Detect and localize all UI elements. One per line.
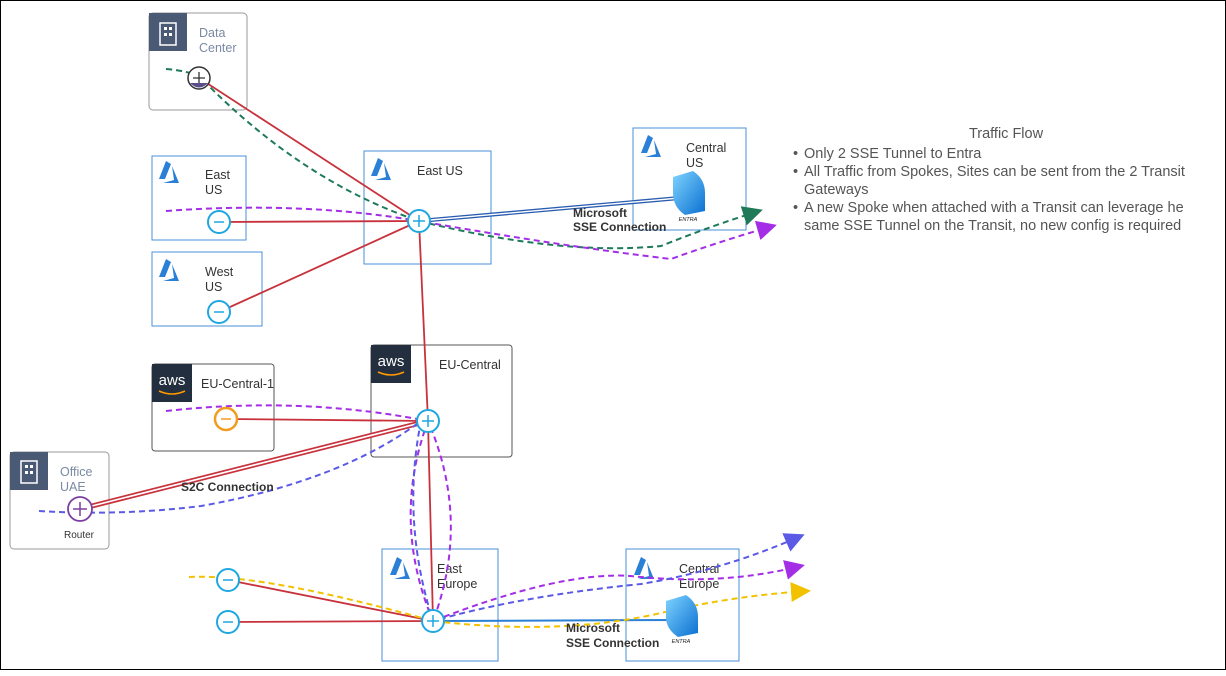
east-us-spoke-node bbox=[207, 210, 231, 234]
datacenter-gateway-node bbox=[187, 66, 211, 90]
eu-central-1-link bbox=[225, 418, 429, 422]
s2c-connection-label: S2C Connection bbox=[181, 480, 274, 494]
eu-spoke-2-link bbox=[227, 620, 434, 623]
east-us-spoke-link bbox=[218, 220, 420, 223]
sse-connection-us bbox=[418, 195, 692, 223]
svg-text:EU-Central-1: EU-Central-1 bbox=[201, 377, 274, 391]
svg-text:Router: Router bbox=[64, 530, 95, 541]
east-us-transit-node bbox=[407, 209, 431, 233]
traffic-flow-list: Only 2 SSE Tunnel to Entra All Traffic f… bbox=[791, 145, 1221, 235]
svg-text:East US: East US bbox=[417, 164, 463, 178]
svg-text:ENTRA: ENTRA bbox=[679, 217, 698, 223]
traffic-flow-notes: Traffic Flow Only 2 SSE Tunnel to Entra … bbox=[791, 125, 1221, 235]
s2c-link bbox=[79, 418, 429, 512]
eu-central-1-box: aws EU-Central-1 bbox=[151, 363, 275, 452]
svg-text:ENTRA: ENTRA bbox=[672, 639, 691, 645]
eu-spoke-1-link bbox=[227, 579, 434, 622]
svg-text:aws: aws bbox=[159, 372, 186, 389]
svg-text:EU-Central: EU-Central bbox=[439, 358, 501, 372]
west-us-spoke-link bbox=[218, 220, 420, 313]
west-us-spoke-node bbox=[207, 300, 231, 324]
east-us-to-eu-central-link bbox=[418, 220, 429, 422]
sse-connection-eu bbox=[432, 619, 682, 622]
aws-logo bbox=[371, 345, 411, 383]
east-us-flow bbox=[165, 206, 777, 261]
eu-purple-return bbox=[409, 420, 434, 622]
entra-logo-us: ENTRA bbox=[673, 171, 705, 223]
traffic-flow-title: Traffic Flow bbox=[968, 126, 1044, 142]
office-uae-flow bbox=[38, 418, 805, 623]
eu-spoke-node-2 bbox=[216, 610, 240, 634]
eu-central-1-node bbox=[213, 406, 239, 432]
transit-links bbox=[198, 77, 434, 623]
entra-logo-eu: ENTRA bbox=[666, 595, 698, 645]
router-node bbox=[67, 496, 93, 522]
svg-text:aws: aws bbox=[378, 353, 405, 370]
aws-logo bbox=[152, 364, 192, 402]
east-europe-transit-node bbox=[421, 609, 445, 633]
eu-central-transit-node bbox=[416, 409, 440, 433]
eu-spoke-flow bbox=[188, 575, 811, 628]
traffic-flow-bullet: Only 2 SSE Tunnel to Entra bbox=[791, 145, 1221, 163]
eu-spoke-node-1 bbox=[216, 568, 240, 592]
eu-central-to-east-europe-link bbox=[427, 420, 434, 622]
dc-to-east-us-link bbox=[198, 77, 420, 222]
traffic-flow-bullet: All Traffic from Spokes, Sites can be se… bbox=[791, 163, 1221, 199]
traffic-flow-bullet: A new Spoke when attached with a Transit… bbox=[791, 199, 1221, 235]
datacenter-flow bbox=[165, 68, 763, 250]
building-icon bbox=[10, 452, 48, 490]
